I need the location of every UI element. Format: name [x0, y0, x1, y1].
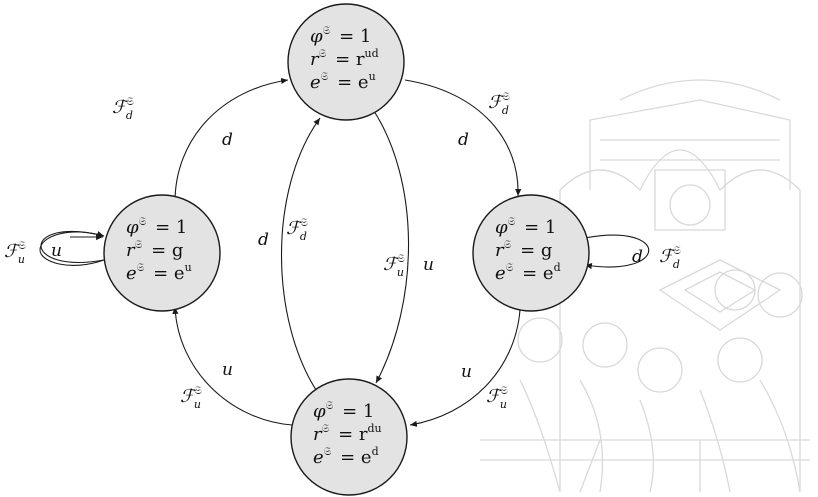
- edge-left-loop-arc: [39, 231, 105, 266]
- edge-right-self-loop: [584, 234, 650, 270]
- node-right: φ𝔖 = 1r𝔖 = ge𝔖 = ed: [472, 194, 590, 312]
- label-u-top-bottom: u: [423, 255, 434, 275]
- node-bottom-line-3: e𝔖 = ed: [313, 445, 379, 468]
- node-left-line-1: φ𝔖 = 1: [126, 215, 187, 238]
- node-right-line-3: e𝔖 = ed: [495, 261, 561, 284]
- label-u-bottom-left: u: [222, 360, 233, 380]
- node-right-line-1: φ𝔖 = 1: [495, 215, 556, 238]
- node-right-label: φ𝔖 = 1r𝔖 = ge𝔖 = ed: [495, 215, 561, 284]
- node-left-line-2: r𝔖 = g: [126, 238, 183, 261]
- label-d-left-top: d: [222, 130, 233, 150]
- node-top-circle: [287, 3, 405, 121]
- edge-right-to-bottom: [409, 309, 521, 427]
- edge-top-to-bottom: [371, 107, 410, 384]
- edge-top-to-right: [404, 79, 522, 197]
- node-left: φ𝔖 = 1r𝔖 = ge𝔖 = eu: [103, 194, 221, 312]
- node-right-line-2: r𝔖 = g: [495, 238, 552, 261]
- node-right-circle: [472, 194, 590, 312]
- edge-left-to-top: [174, 77, 289, 203]
- node-bottom-line-2: r𝔖 = rdu: [313, 422, 382, 445]
- node-top-line-3: e𝔖 = eu: [310, 70, 376, 93]
- node-top-line-2: r𝔖 = rud: [310, 47, 379, 70]
- label-d-top-right: d: [458, 130, 469, 150]
- label-d-bottom-top: d: [258, 230, 269, 250]
- label-u-left-loop: u: [51, 241, 62, 261]
- node-top-line-1: φ𝔖 = 1: [310, 24, 371, 47]
- watermark-seal: [480, 79, 810, 493]
- node-left-line-3: e𝔖 = eu: [126, 261, 192, 284]
- label-d-right-loop: d: [632, 247, 643, 267]
- edge-bottom-to-left: [172, 306, 293, 426]
- label-u-right-bottom: u: [461, 362, 472, 382]
- node-left-circle: [103, 194, 221, 312]
- node-bottom-circle: [290, 378, 408, 496]
- edges: [40, 77, 650, 427]
- node-left-label: φ𝔖 = 1r𝔖 = ge𝔖 = eu: [126, 215, 192, 284]
- edge-bottom-to-top: [280, 117, 321, 394]
- node-bottom-line-1: φ𝔖 = 1: [313, 399, 374, 422]
